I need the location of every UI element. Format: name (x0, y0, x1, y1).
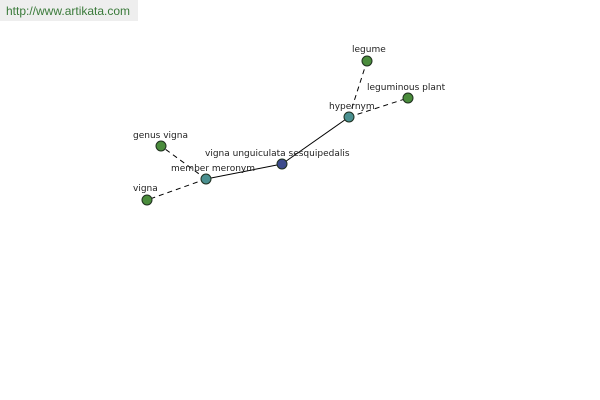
edge-hypernym-to-leguminous-plant (348, 97, 409, 118)
node-legume[interactable] (361, 55, 373, 67)
node-label-hypernym[interactable]: hypernym (329, 102, 375, 112)
node-label-member-meronym[interactable]: member meronym (171, 164, 255, 174)
node-leguminous-plant[interactable] (402, 92, 414, 104)
node-center[interactable] (276, 158, 288, 170)
node-label-center[interactable]: vigna unguiculata sesquipedalis (205, 149, 350, 159)
node-vigna[interactable] (141, 194, 153, 206)
edge-member-meronym-to-genus-vigna (160, 145, 207, 180)
graph-labels: vigna unguiculata sesquipedalis hypernym l… (133, 45, 446, 194)
node-member-meronym[interactable] (200, 173, 212, 185)
node-label-vigna[interactable]: vigna (133, 184, 158, 194)
site-url-link[interactable]: http://www.artikata.com (0, 0, 138, 21)
graph-nodes (141, 55, 414, 206)
graph-edges (146, 60, 409, 201)
edge-hypernym-to-legume (348, 60, 368, 118)
edge-center-to-member-meronym (205, 163, 283, 180)
edge-member-meronym-to-vigna (146, 178, 207, 201)
node-label-legume[interactable]: legume (352, 45, 386, 55)
node-label-genus-vigna[interactable]: genus vigna (133, 131, 188, 141)
node-label-leguminous-plant[interactable]: leguminous plant (367, 83, 446, 93)
node-genus-vigna[interactable] (155, 140, 167, 152)
node-hypernym[interactable] (343, 111, 355, 123)
edge-center-to-hypernym (281, 116, 350, 165)
